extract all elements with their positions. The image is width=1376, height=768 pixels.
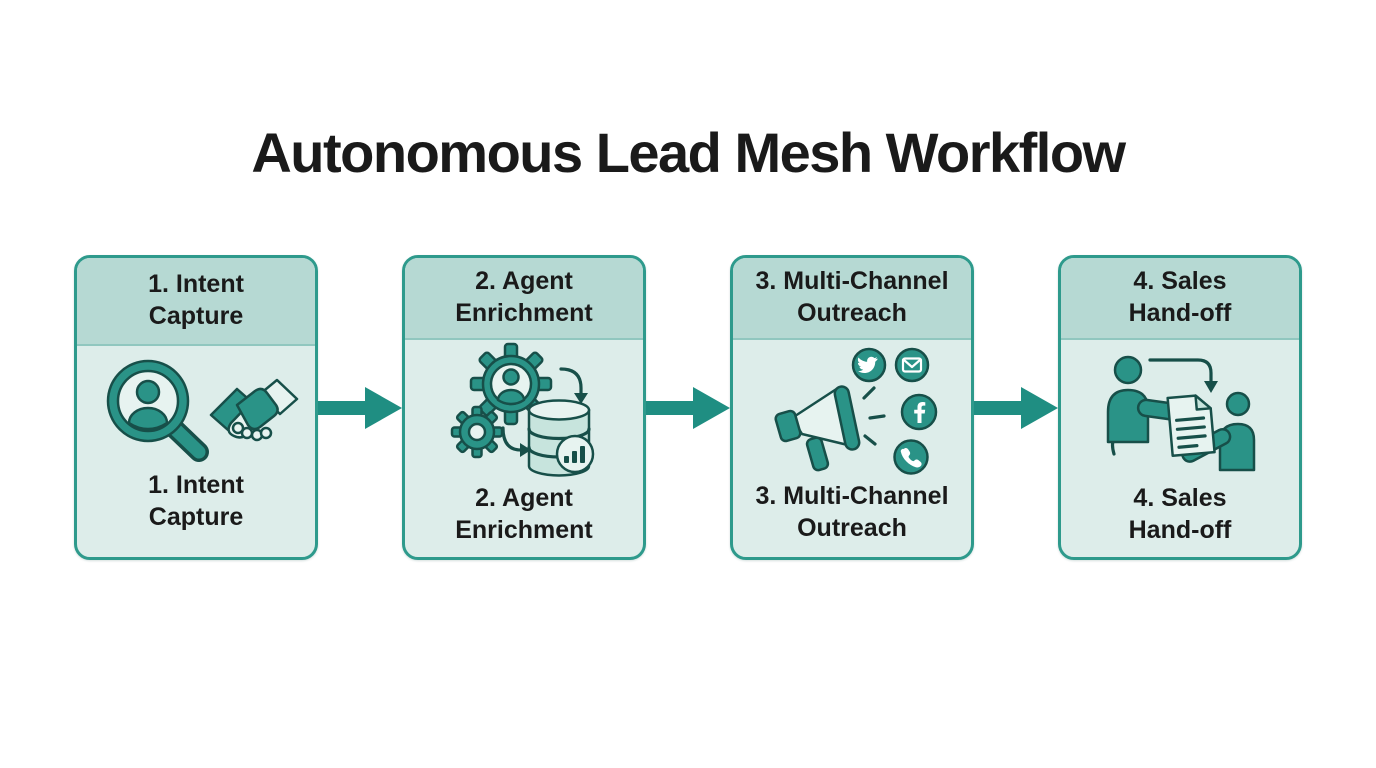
- phone-icon: [893, 439, 929, 475]
- step-4-header: 4. Sales Hand-off: [1061, 258, 1299, 340]
- step-card-agent-enrichment: 2. Agent Enrichment: [402, 255, 646, 560]
- step-card-multi-channel-outreach: 3. Multi-Channel Outreach: [730, 255, 974, 560]
- flow-arrow-icon: [646, 386, 730, 429]
- step-3-header-line-1: 3. Multi-Channel: [755, 267, 949, 295]
- handshake-icon: [209, 378, 299, 441]
- step-3-label-line-1: 3. Multi-Channel: [755, 482, 949, 510]
- multi-channel-illustration: [774, 347, 938, 475]
- step-2-label-line-1: 2. Agent: [475, 484, 573, 512]
- step-card-intent-capture: 1. Intent Capture: [74, 255, 318, 560]
- connector-3: [974, 255, 1058, 560]
- step-1-label: 1. Intent Capture: [77, 469, 315, 557]
- step-4-header-line-1: 4. Sales: [1133, 267, 1227, 295]
- flow-arrow-icon: [974, 386, 1058, 429]
- twitter-icon: [851, 347, 887, 383]
- workflow-row: 1. Intent Capture: [0, 255, 1376, 560]
- step-4-label-line-2: Hand-off: [1128, 516, 1232, 544]
- step-4-header-line-2: Hand-off: [1128, 299, 1232, 327]
- step-2-header: 2. Agent Enrichment: [405, 258, 643, 340]
- step-3-header: 3. Multi-Channel Outreach: [733, 258, 971, 340]
- step-2-header-line-2: Enrichment: [455, 299, 593, 327]
- user-search-icon: [106, 359, 209, 462]
- step-1-icon-area: [77, 346, 315, 469]
- facebook-icon: [900, 393, 938, 431]
- step-1-header-line-2: Capture: [148, 302, 244, 330]
- step-4-label-line-1: 4. Sales: [1133, 484, 1227, 512]
- step-4-icon-area: [1061, 340, 1299, 482]
- step-3-header-line-2: Outreach: [797, 299, 907, 327]
- megaphone-icon: [774, 385, 886, 472]
- email-icon: [894, 347, 930, 383]
- connector-1: [318, 255, 402, 560]
- step-3-icon-area: [733, 340, 971, 480]
- step-3-label: 3. Multi-Channel Outreach: [733, 480, 971, 557]
- sync-arrow-icon: [501, 367, 588, 457]
- step-1-header-line-1: 1. Intent: [148, 270, 244, 298]
- flow-arrow-icon: [318, 386, 402, 429]
- page-title: Autonomous Lead Mesh Workflow: [251, 120, 1126, 184]
- step-1-label-line-2: Capture: [148, 503, 244, 531]
- step-2-header-line-1: 2. Agent: [475, 267, 573, 295]
- hand-off-illustration: [1106, 355, 1256, 472]
- gear-agent-icon: [469, 342, 553, 426]
- agent-enrichment-illustration: [450, 342, 595, 477]
- step-1-label-line-1: 1. Intent: [148, 471, 244, 499]
- step-2-label-line-2: Enrichment: [455, 516, 593, 544]
- step-4-label: 4. Sales Hand-off: [1061, 482, 1299, 557]
- connector-2: [646, 255, 730, 560]
- step-2-label: 2. Agent Enrichment: [405, 482, 643, 557]
- document-icon: [1166, 394, 1216, 458]
- small-gear-icon: [450, 405, 504, 459]
- step-1-header: 1. Intent Capture: [77, 258, 315, 346]
- intent-capture-illustration: [106, 359, 299, 462]
- recipient-icon: [1181, 391, 1256, 472]
- step-3-label-line-2: Outreach: [797, 514, 907, 542]
- step-card-sales-hand-off: 4. Sales Hand-off: [1058, 255, 1302, 560]
- sound-lines: [862, 386, 886, 446]
- step-2-icon-area: [405, 340, 643, 482]
- chart-bubble-icon: [555, 434, 595, 474]
